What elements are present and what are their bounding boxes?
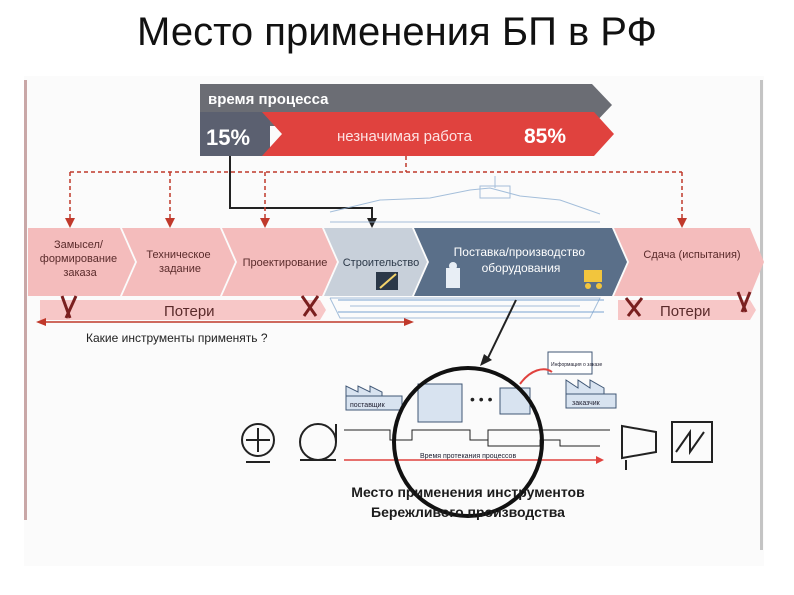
tools-question: Какие инструменты применять ?	[86, 331, 268, 345]
supply-connector-arrow	[480, 354, 492, 366]
caption-line-2: Бережливого производства	[371, 504, 565, 520]
caption-line-1: Место применения инструментов	[351, 484, 585, 500]
vsm-map: поставщик • • • заказчик Информация о за…	[344, 351, 617, 464]
value-connector-arrow	[367, 218, 377, 228]
non-value-label: незначимая работа	[337, 128, 473, 145]
non-value-percent: 85%	[524, 125, 566, 148]
value-added-block	[200, 112, 270, 156]
supplier-factory-icon	[345, 385, 403, 411]
value-connector	[229, 156, 373, 222]
scan-edge-right	[760, 80, 763, 550]
fan-icon	[299, 423, 337, 461]
tools-range-arrow-right	[404, 318, 414, 326]
sawtooth-icon	[671, 421, 713, 463]
supplier-label: поставщик	[350, 402, 386, 409]
stage-spec	[122, 228, 235, 296]
lead-time-ladder	[344, 429, 610, 447]
stage-label-spec: Техническое задание	[146, 249, 213, 275]
losses-label-left: Потери	[164, 303, 215, 320]
welding-icon	[376, 272, 398, 290]
stage-delivery	[614, 228, 764, 296]
stage-supply	[414, 228, 627, 296]
ship-sketch	[329, 176, 601, 319]
losses-label-right: Потери	[660, 303, 711, 320]
stage-label-construction: Строительство	[343, 257, 420, 269]
value-added-percent: 15%	[206, 125, 250, 150]
tool-icon-right-b	[736, 291, 752, 313]
dashed-drops	[69, 172, 683, 222]
worker-icon	[446, 262, 460, 288]
stage-label-design: Проектирование	[243, 257, 328, 269]
non-value-bar	[262, 112, 614, 156]
tools-range-arrow-left	[36, 318, 46, 326]
info-flow-label: Информация о заказе	[551, 362, 603, 368]
tool-icon-left	[60, 295, 78, 319]
lead-time-label: Время протекания процессов	[420, 453, 516, 460]
scanned-figure	[24, 76, 764, 566]
dashed-drop-arrows	[65, 218, 687, 228]
stage-construction	[324, 228, 427, 296]
scan-edge-left	[24, 80, 27, 520]
slide-title: Место применения БП в РФ	[137, 10, 657, 54]
forklift-icon	[584, 270, 602, 289]
process-time-label: время процесса	[208, 91, 329, 108]
customer-label: заказчик	[572, 400, 601, 407]
stage-label-delivery: Сдача (испытания)	[643, 249, 740, 261]
process-ellipsis: • • •	[470, 391, 493, 407]
focus-circle	[392, 366, 544, 518]
process-box-1	[417, 383, 463, 423]
supply-connector	[485, 299, 517, 363]
lead-time-arrow	[596, 456, 604, 464]
stage-concept	[28, 228, 135, 296]
tool-icon-center	[300, 295, 320, 317]
process-box-2	[499, 387, 531, 415]
stage-label-supply: Поставка/производство оборудования	[454, 245, 589, 275]
info-flow-arrow	[519, 368, 553, 385]
stage-design	[222, 228, 337, 296]
pump-icon	[241, 423, 275, 463]
flow-sketch	[338, 299, 604, 313]
info-flow-box	[547, 351, 593, 375]
losses-band-left	[40, 300, 326, 320]
losses-band-right	[618, 300, 756, 320]
compressor-icon	[621, 424, 657, 470]
tool-icon-right-a	[624, 297, 644, 317]
stage-label-concept: Замысел/ формирование заказа	[40, 239, 120, 279]
customer-factory-icon	[565, 379, 617, 409]
